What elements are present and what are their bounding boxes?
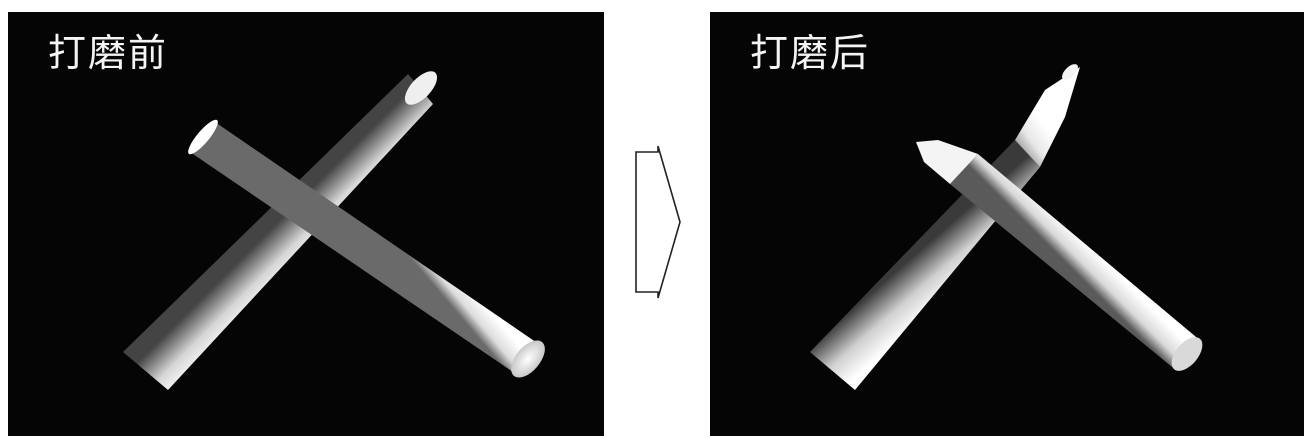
rod-b xyxy=(188,119,545,378)
right-arrow-icon xyxy=(630,145,686,306)
rod-a xyxy=(123,71,438,390)
panel-title-before: 打磨前 xyxy=(48,31,169,75)
before-panel: 打磨前 xyxy=(8,12,604,436)
rod-b-sharpened xyxy=(916,140,1203,371)
panel-title-after: 打磨后 xyxy=(750,31,871,75)
after-panel: 打磨后 xyxy=(710,12,1304,436)
rods-before-illustration xyxy=(123,71,545,390)
rods-after-illustration xyxy=(810,64,1203,390)
